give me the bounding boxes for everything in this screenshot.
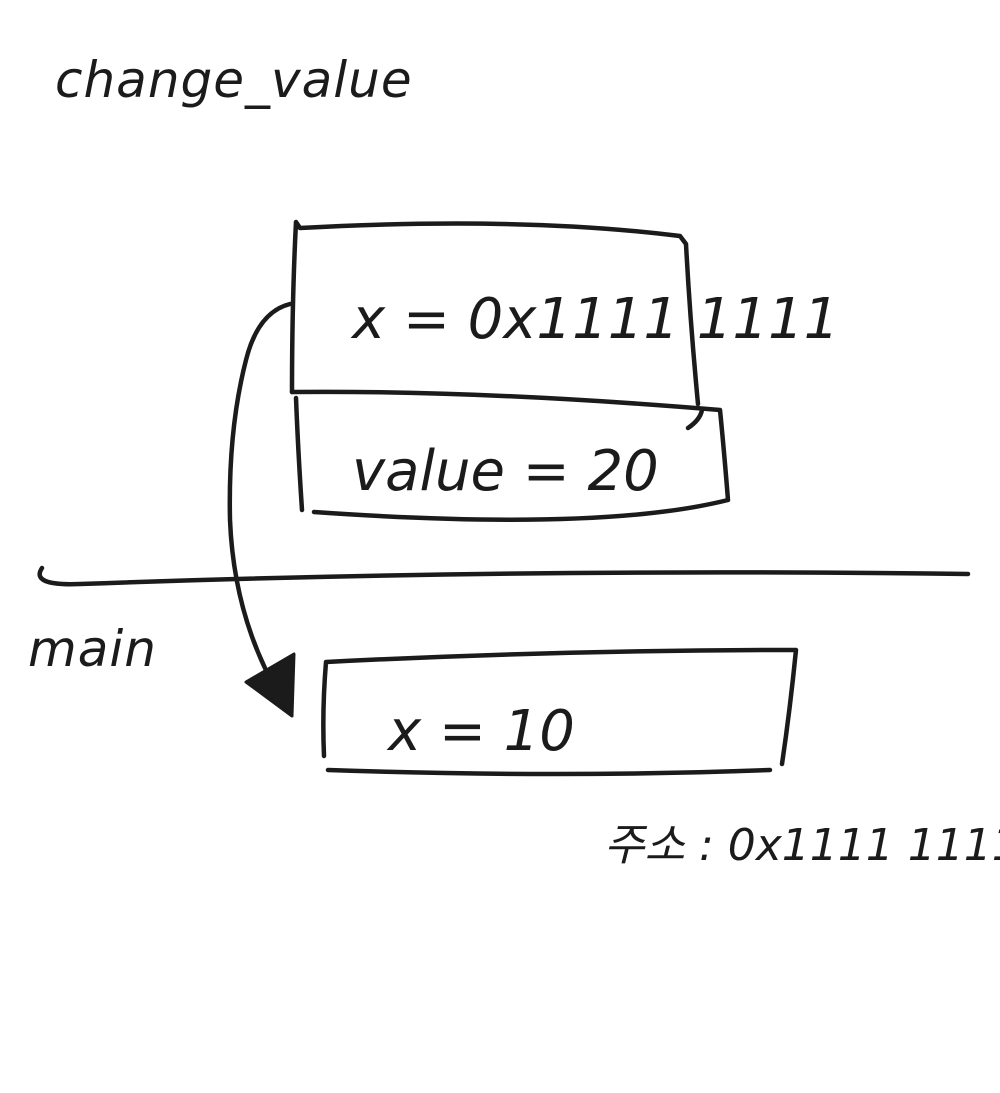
cell-pointer-x-text: x = 0x1111 1111	[350, 287, 839, 352]
pointer-arrowhead	[244, 652, 296, 718]
cell-box-value	[289, 389, 731, 522]
frame-divider-line	[37, 565, 971, 587]
cell-box-pointer-x	[289, 219, 701, 407]
address-note: 주소 : 0x1111 1111	[604, 820, 1000, 871]
pointer-arrow-line	[227, 301, 293, 703]
frame-title-change-value: change_value	[55, 51, 413, 109]
cell-value-text: value = 20	[352, 439, 659, 504]
cell-box-main-x	[321, 647, 799, 777]
frame-title-main: main	[28, 620, 157, 678]
cell-main-x-text: x = 10	[386, 699, 575, 764]
